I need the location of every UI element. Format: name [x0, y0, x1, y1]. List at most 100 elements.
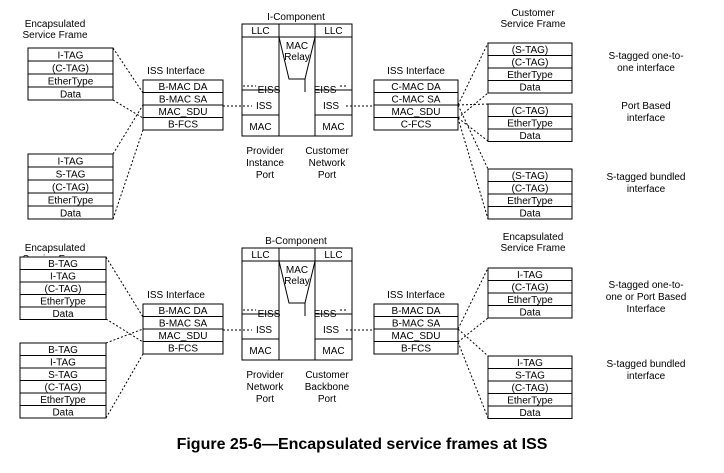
bottom-right-port-column [314, 260, 353, 340]
top-llc-left-label: LLC [251, 26, 269, 37]
bottom-right-frame-a-field-label: EtherType [507, 295, 553, 306]
bottom-desc-a: one or Port Based [606, 292, 687, 303]
top-left-iss-field-label: B-FCS [168, 120, 198, 131]
top-mac-right [314, 114, 353, 137]
top-right-frame-b-link [457, 103, 489, 106]
bottom-left-iss-title: ISS Interface [147, 290, 205, 301]
top-iss-right-label: ISS [323, 101, 339, 112]
bottom-desc-a: S-tagged one-to- [608, 280, 683, 291]
bottom-left-iss-field-cell [142, 341, 224, 355]
top-right-frame-c-field-label: EtherType [507, 196, 553, 207]
bottom-left-frame-b-field-label: I-TAG [50, 358, 76, 369]
top-desc-a: S-tagged one-to- [608, 51, 683, 62]
top-component-title: I-Component [267, 12, 325, 23]
top-right-frame-a-field-label: (C-TAG) [511, 58, 548, 69]
bottom-right-frame-b-field-label: (C-TAG) [511, 383, 548, 394]
top-left-frame-a-field-label: Data [60, 90, 82, 101]
top-right-frame-b-field-label: EtherType [507, 119, 553, 130]
bottom-llc-left-label: LLC [251, 250, 269, 261]
top-left-frames-title: Service Frame [22, 30, 87, 41]
bottom-left-frame-a-field-label: I-TAG [50, 272, 76, 283]
top-right-iss-field-label: C-MAC DA [391, 82, 441, 93]
figure-caption: Figure 25-6—Encapsulated service frames … [176, 436, 548, 453]
top-right-frame-b-field-label: Data [519, 131, 541, 142]
top-right-frame-b-field-label: (C-TAG) [511, 106, 548, 117]
top-desc-b: interface [627, 113, 666, 124]
bottom-left-port-label: Provider [246, 370, 284, 381]
top-right-frame-b-link [457, 117, 489, 142]
bottom-right-frame-b-link [457, 328, 489, 357]
bottom-left-iss-field-label: MAC_SDU [159, 331, 208, 342]
bottom-desc-b: interface [627, 371, 666, 382]
bottom-left-port-column [241, 260, 280, 340]
bottom-eiss-right-label: EISS [314, 309, 337, 320]
top-left-frame-b-field-label: S-TAG [56, 170, 86, 181]
bottom-right-iss-field-label: B-FCS [401, 344, 431, 355]
top-eiss-right-label: EISS [314, 85, 337, 96]
bottom-left-frame-a-field-label: EtherType [40, 297, 86, 308]
top-right-frames-title: Service Frame [500, 19, 565, 30]
bottom-right-frame-a-link [457, 317, 489, 343]
bottom-left-frame-a-link [105, 318, 144, 343]
top-left-port-column [241, 36, 280, 116]
top-right-iss-field-label: MAC_SDU [392, 107, 441, 118]
bottom-component-title: B-Component [265, 236, 327, 247]
bottom-right-frame-b-field-cell [487, 405, 573, 419]
bottom-mac-right-label: MAC [322, 346, 344, 357]
bottom-llc-right-label: LLC [324, 250, 342, 261]
bottom-left-frame-b-field-label: (C-TAG) [44, 383, 81, 394]
bottom-right-frame-b-field-label: EtherType [507, 396, 553, 407]
bottom-mac-relay-label: Relay [284, 276, 310, 287]
top-left-iss-field-label: B-MAC DA [159, 82, 208, 93]
top-right-frame-c-link [457, 117, 489, 220]
bottom-mac-left-label: MAC [249, 346, 271, 357]
top-eiss-left-label: EISS [258, 85, 281, 96]
top-desc-c: interface [627, 184, 666, 195]
bottom-left-frame-b-link [105, 353, 144, 419]
top-left-frame-b-field-label: (C-TAG) [52, 183, 89, 194]
top-right-frame-c-field-label: (S-TAG) [512, 171, 548, 182]
bottom-left-frame-b-field-label: B-TAG [48, 345, 78, 356]
top-left-frame-b-link [112, 104, 144, 155]
bottom-right-frame-a-field-cell [487, 305, 573, 319]
bottom-right-frames-title: Service Frame [500, 243, 565, 254]
top-desc-c: S-tagged bundled [607, 172, 686, 183]
bottom-left-frame-b-field-label: Data [52, 408, 74, 419]
bottom-eiss-left-label: EISS [258, 309, 281, 320]
bottom-iss-right-label: ISS [323, 325, 339, 336]
top-right-frame-b-field-cell [487, 128, 573, 142]
bottom-right-iss-title: ISS Interface [387, 290, 445, 301]
bottom-right-frame-a-field-label: (C-TAG) [511, 283, 548, 294]
top-left-frame-b-field-label: Data [60, 209, 82, 220]
top-left-frame-a-link [112, 47, 144, 94]
top-right-frame-a-field-label: (S-TAG) [512, 45, 548, 56]
top-right-frame-c-field-cell [487, 206, 573, 220]
top-left-frame-b-field-label: EtherType [48, 196, 94, 207]
bottom-left-frame-b-field-label: S-TAG [48, 370, 78, 381]
bottom-left-port-label: Port [256, 394, 275, 405]
top-left-iss-field-cell [142, 117, 224, 131]
bottom-desc-b: S-tagged bundled [607, 359, 686, 370]
top-right-port-label: Port [318, 170, 337, 181]
bottom-left-frame-b-link [105, 328, 144, 344]
top-right-port-label: Customer [305, 146, 349, 157]
top-right-port-column [314, 36, 353, 116]
top-left-frame-b-field-label: I-TAG [58, 157, 84, 168]
top-right-frame-a-link [457, 92, 489, 119]
top-desc-b: Port Based [621, 101, 670, 112]
bottom-right-port-label: Port [318, 394, 337, 405]
bottom-left-frame-a-field-label: (C-TAG) [44, 284, 81, 295]
bottom-mac-left [241, 338, 280, 361]
top-left-frame-b-link [112, 129, 144, 220]
bottom-left-port-label: Network [247, 382, 285, 393]
top-llc-right-label: LLC [324, 26, 342, 37]
top-right-frame-a-link [457, 42, 489, 106]
top-right-frame-a-field-cell [487, 80, 573, 94]
top-right-frame-a-field-label: EtherType [507, 70, 553, 81]
bottom-left-frame-b-field-cell [19, 405, 107, 419]
top-desc-a: one interface [617, 63, 675, 74]
top-left-frame-b-field-cell [27, 205, 114, 220]
top-mac-left-label: MAC [249, 122, 271, 133]
bottom-iss-left-label: ISS [256, 325, 272, 336]
